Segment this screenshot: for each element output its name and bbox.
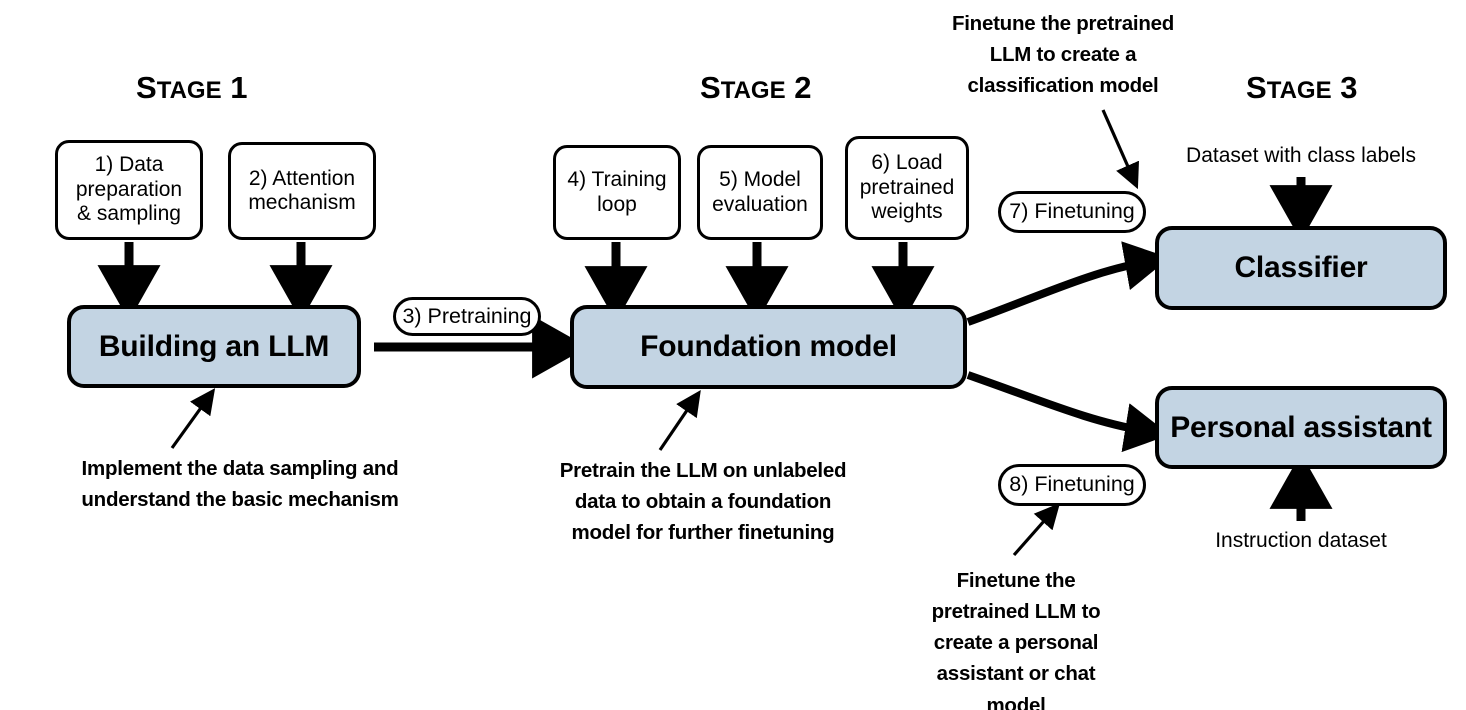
stage-1-word: TAGE <box>156 77 222 104</box>
stage-2-heading: STAGE 2 <box>700 72 811 103</box>
label-instruction-dataset: Instruction dataset <box>1215 529 1387 552</box>
pill-step-3-pretraining[interactable]: 3) Pretraining <box>393 297 541 336</box>
stage-3-heading: STAGE 3 <box>1246 72 1357 103</box>
stage-2-initial: S <box>700 70 721 105</box>
pill-step-8-finetuning[interactable]: 8) Finetuning <box>998 464 1146 506</box>
pointer-caption-stage2 <box>658 389 701 451</box>
pointer-caption-stage1 <box>170 388 216 449</box>
stage-3-number: 3 <box>1331 70 1358 105</box>
caption-stage-1: Implement the data sampling and understa… <box>81 457 399 512</box>
node-classifier[interactable]: Classifier <box>1155 226 1447 310</box>
pointer-caption-assistant <box>1012 502 1061 557</box>
label-dataset-with-class-labels: Dataset with class labels <box>1186 144 1416 167</box>
pill-step-7-finetuning[interactable]: 7) Finetuning <box>998 191 1146 233</box>
arrow-foundation-to-classifier <box>966 241 1170 326</box>
stage-1-initial: S <box>136 70 157 105</box>
step-box-1-data-preparation[interactable]: 1) Data preparation & sampling <box>55 140 203 240</box>
step-box-4-training-loop[interactable]: 4) Training loop <box>553 145 681 240</box>
step-box-2-attention-mechanism[interactable]: 2) Attention mechanism <box>228 142 376 240</box>
caption-stage-2: Pretrain the LLM on unlabeled data to ob… <box>559 459 847 545</box>
stage-1-heading: STAGE 1 <box>136 72 247 103</box>
step-box-6-load-pretrained-weights[interactable]: 6) Load pretrained weights <box>845 136 969 240</box>
stage-2-word: TAGE <box>720 77 786 104</box>
arrow-foundation-to-assistant <box>966 371 1170 453</box>
caption-classifier: Finetune the pretrained LLM to create a … <box>951 12 1175 98</box>
stage-1-number: 1 <box>221 70 248 105</box>
node-building-an-llm[interactable]: Building an LLM <box>67 305 361 388</box>
stage-3-word: TAGE <box>1266 77 1332 104</box>
node-personal-assistant[interactable]: Personal assistant <box>1155 386 1447 469</box>
node-foundation-model[interactable]: Foundation model <box>570 305 967 389</box>
stage-3-initial: S <box>1246 70 1267 105</box>
pointer-caption-classifier <box>1101 109 1139 190</box>
caption-assistant: Finetune the pretrained LLM to create a … <box>931 569 1101 710</box>
stage-2-number: 2 <box>785 70 812 105</box>
step-box-5-model-evaluation[interactable]: 5) Model evaluation <box>697 145 823 240</box>
